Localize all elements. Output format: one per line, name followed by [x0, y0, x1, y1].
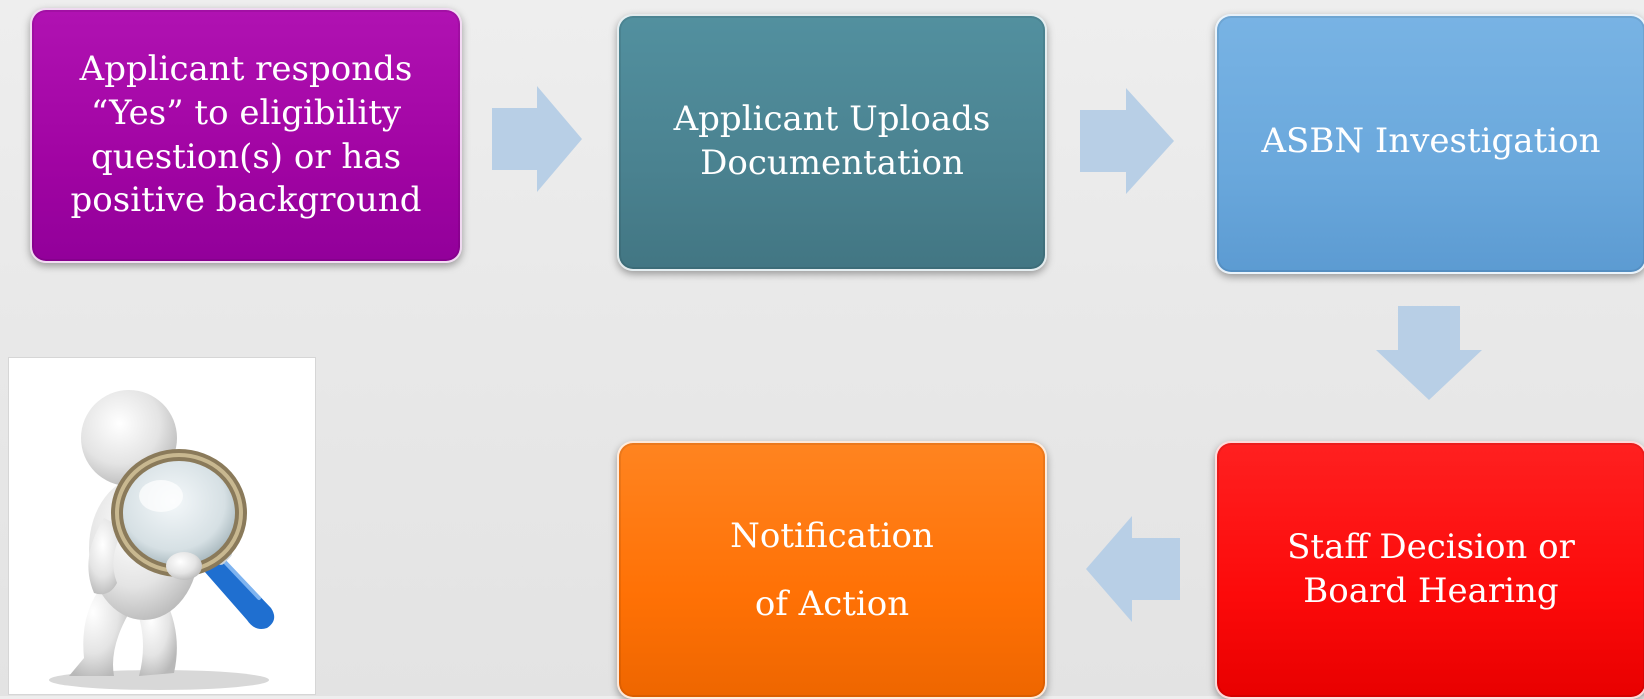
- arrow-right-icon: [1080, 88, 1174, 194]
- step-label: Staff Decision or Board Hearing: [1287, 527, 1575, 611]
- step-asbn-investigation: ASBN Investigation: [1215, 14, 1644, 274]
- arrow-right-icon: [492, 86, 582, 192]
- step-applicant-responds: Applicant responds “Yes” to eligibility …: [30, 8, 462, 263]
- illustration-image: [8, 357, 316, 695]
- arrow-down-icon: [1376, 306, 1482, 400]
- step-label: Applicant responds “Yes” to eligibility …: [70, 49, 422, 221]
- step-staff-decision: Staff Decision or Board Hearing: [1215, 441, 1644, 699]
- step-label: Notification of Action: [730, 516, 934, 624]
- arrow-left-icon: [1086, 516, 1180, 622]
- step-label: ASBN Investigation: [1261, 121, 1601, 161]
- step-label: Applicant Uploads Documentation: [673, 99, 991, 183]
- step-applicant-uploads: Applicant Uploads Documentation: [617, 14, 1047, 271]
- magnifying-glass-figure-icon: [49, 390, 275, 690]
- step-notification-of-action: Notification of Action: [617, 441, 1047, 699]
